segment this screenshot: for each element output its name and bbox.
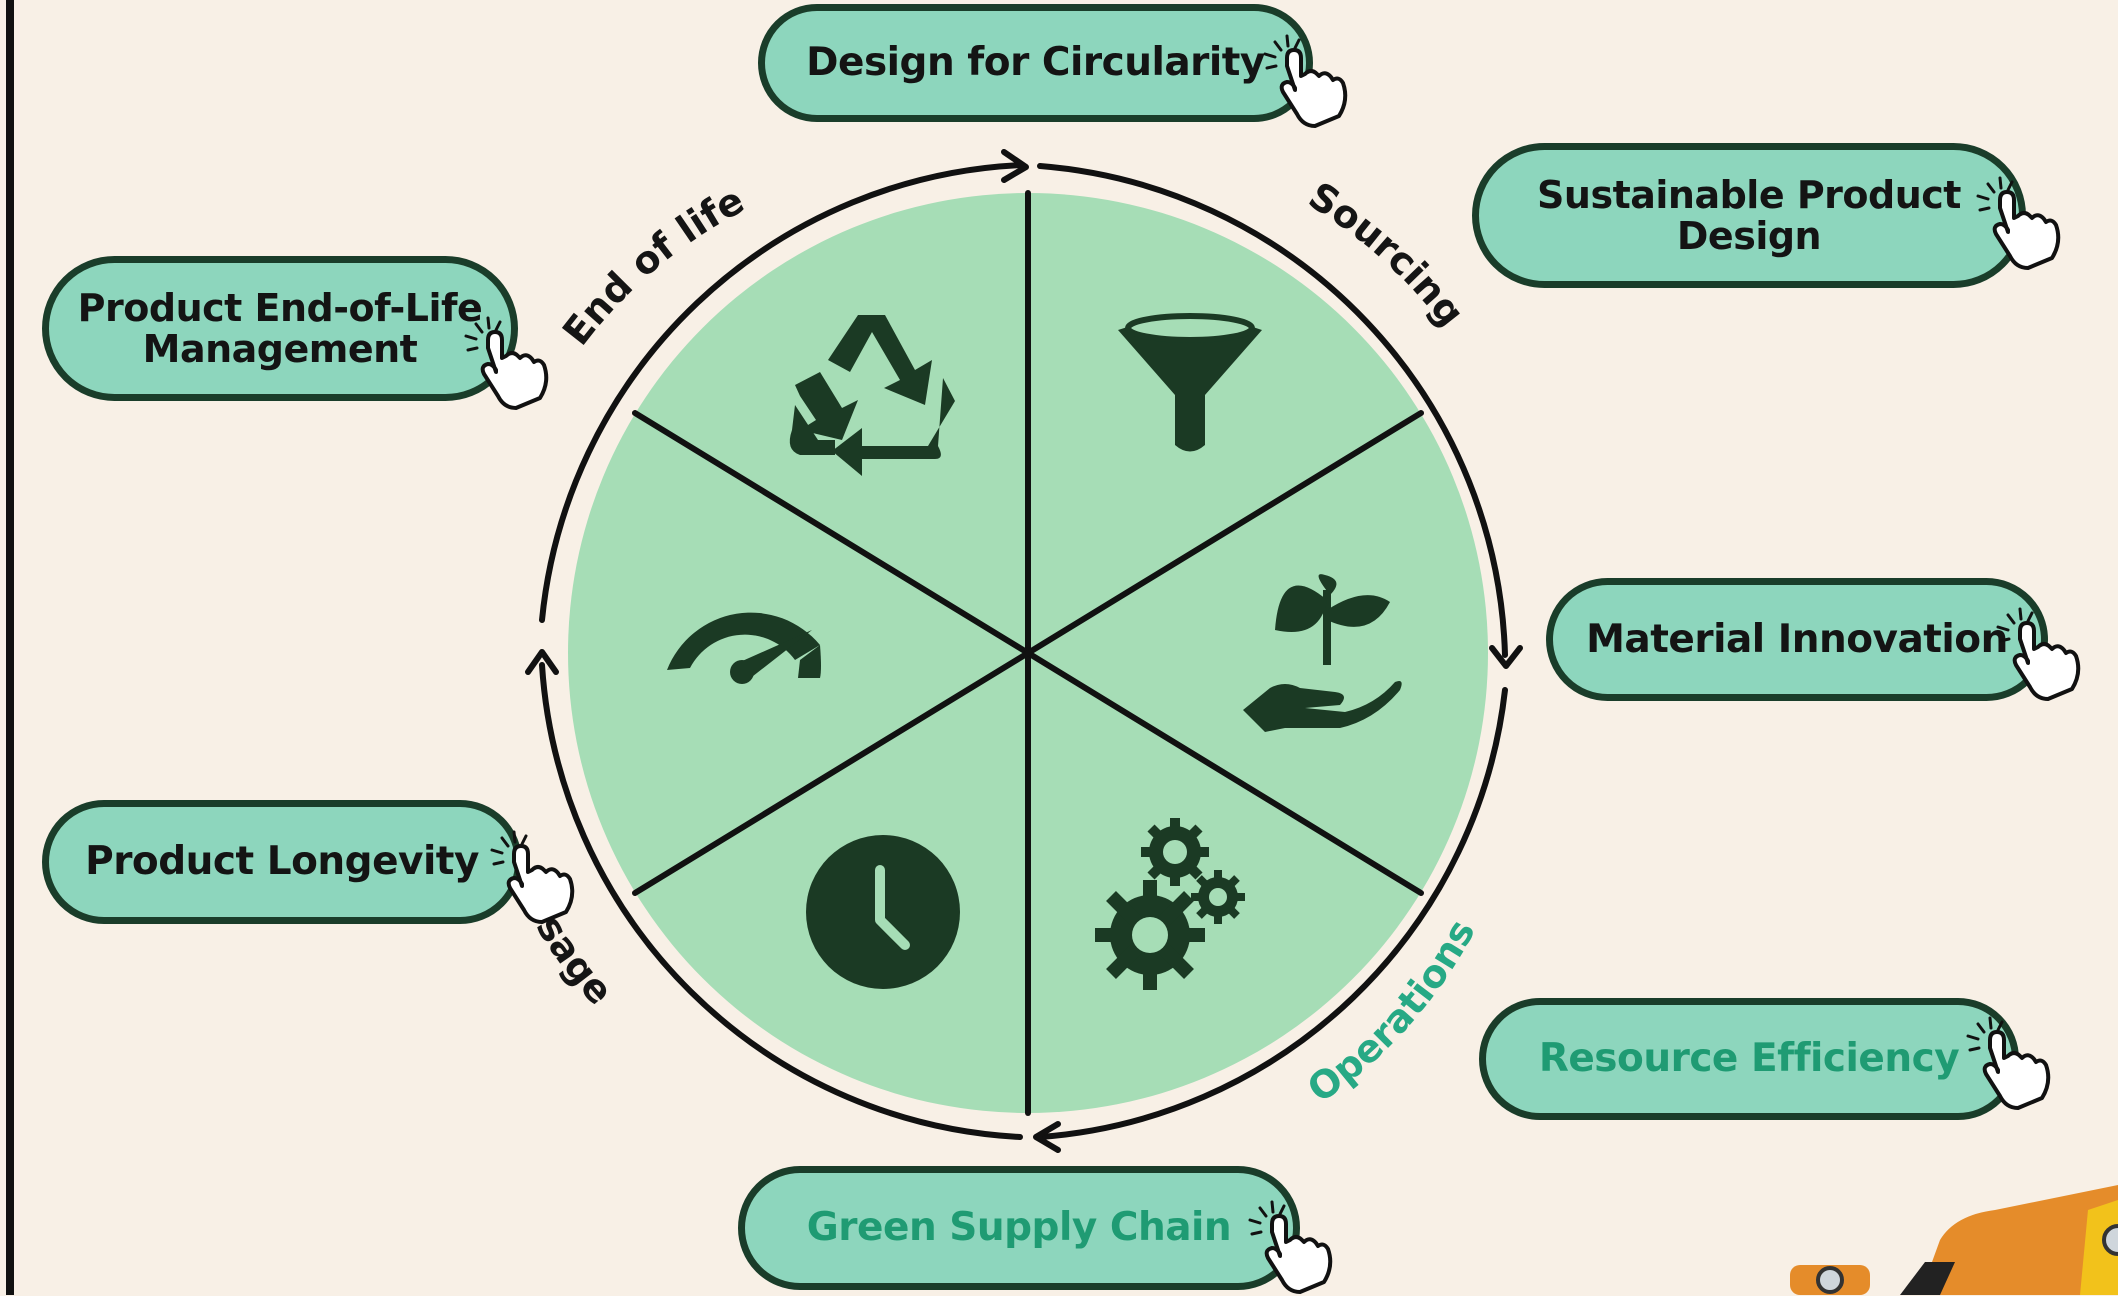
arrowhead-right [1489,645,1523,669]
clock-icon [806,835,960,989]
decorative-robot-arm [1790,1185,2118,1295]
arrowhead-bottom [1033,1121,1061,1153]
sustainable-product-design-line2: Design [1676,213,1822,258]
product-longevity-button[interactable]: Product Longevity [42,800,522,924]
cycle-arrows [525,149,1523,1153]
resource-efficiency-button[interactable]: Resource Efficiency [1479,998,2019,1120]
arrow-arc-bottom [1037,687,1508,1140]
product-end-of-life-line1: Product End-of-Life [77,285,483,330]
recycle-icon [789,315,955,476]
arrowhead-left [525,649,559,675]
design-for-circularity-button[interactable]: Design for Circularity [758,4,1313,122]
speedometer-icon [667,612,821,684]
green-supply-chain-button[interactable]: Green Supply Chain [738,1166,1300,1290]
left-divider [6,0,14,1295]
click-hand-icon [1976,176,2061,270]
arrow-arc-left [539,662,1023,1140]
arrow-arc-top-left [539,162,1025,623]
arrowhead-top [1001,149,1029,183]
plant-in-hand-icon [1243,574,1402,732]
sustainable-product-design-label: Sustainable Product Design [1537,172,1961,258]
wheel-spokes [632,190,1424,1116]
product-longevity-label: Product Longevity [85,839,479,884]
arrow-arc-right [1037,163,1508,658]
product-end-of-life-label: Product End-of-Life Management [77,285,483,371]
sustainable-product-design-button[interactable]: Sustainable Product Design [1472,143,2026,288]
click-hand-icon [1248,1200,1333,1294]
click-hand-icon [464,316,549,410]
design-for-circularity-label: Design for Circularity [806,40,1265,85]
spoke-ascending [632,410,1424,896]
click-hand-icon [1263,34,1348,128]
click-hand-icon [1996,607,2081,701]
funnel-icon [1118,313,1262,452]
material-innovation-button[interactable]: Material Innovation [1546,578,2048,701]
green-supply-chain-label: Green Supply Chain [806,1205,1232,1250]
product-end-of-life-line2: Management [142,326,418,371]
resource-efficiency-label: Resource Efficiency [1538,1036,1960,1081]
material-innovation-label: Material Innovation [1586,616,2008,662]
click-hand-icon [490,830,575,924]
click-hand-icon [1966,1016,2051,1110]
sustainable-product-design-line1: Sustainable Product [1537,172,1961,217]
gears-icon [1095,818,1245,990]
product-end-of-life-button[interactable]: Product End-of-Life Management [42,256,518,401]
